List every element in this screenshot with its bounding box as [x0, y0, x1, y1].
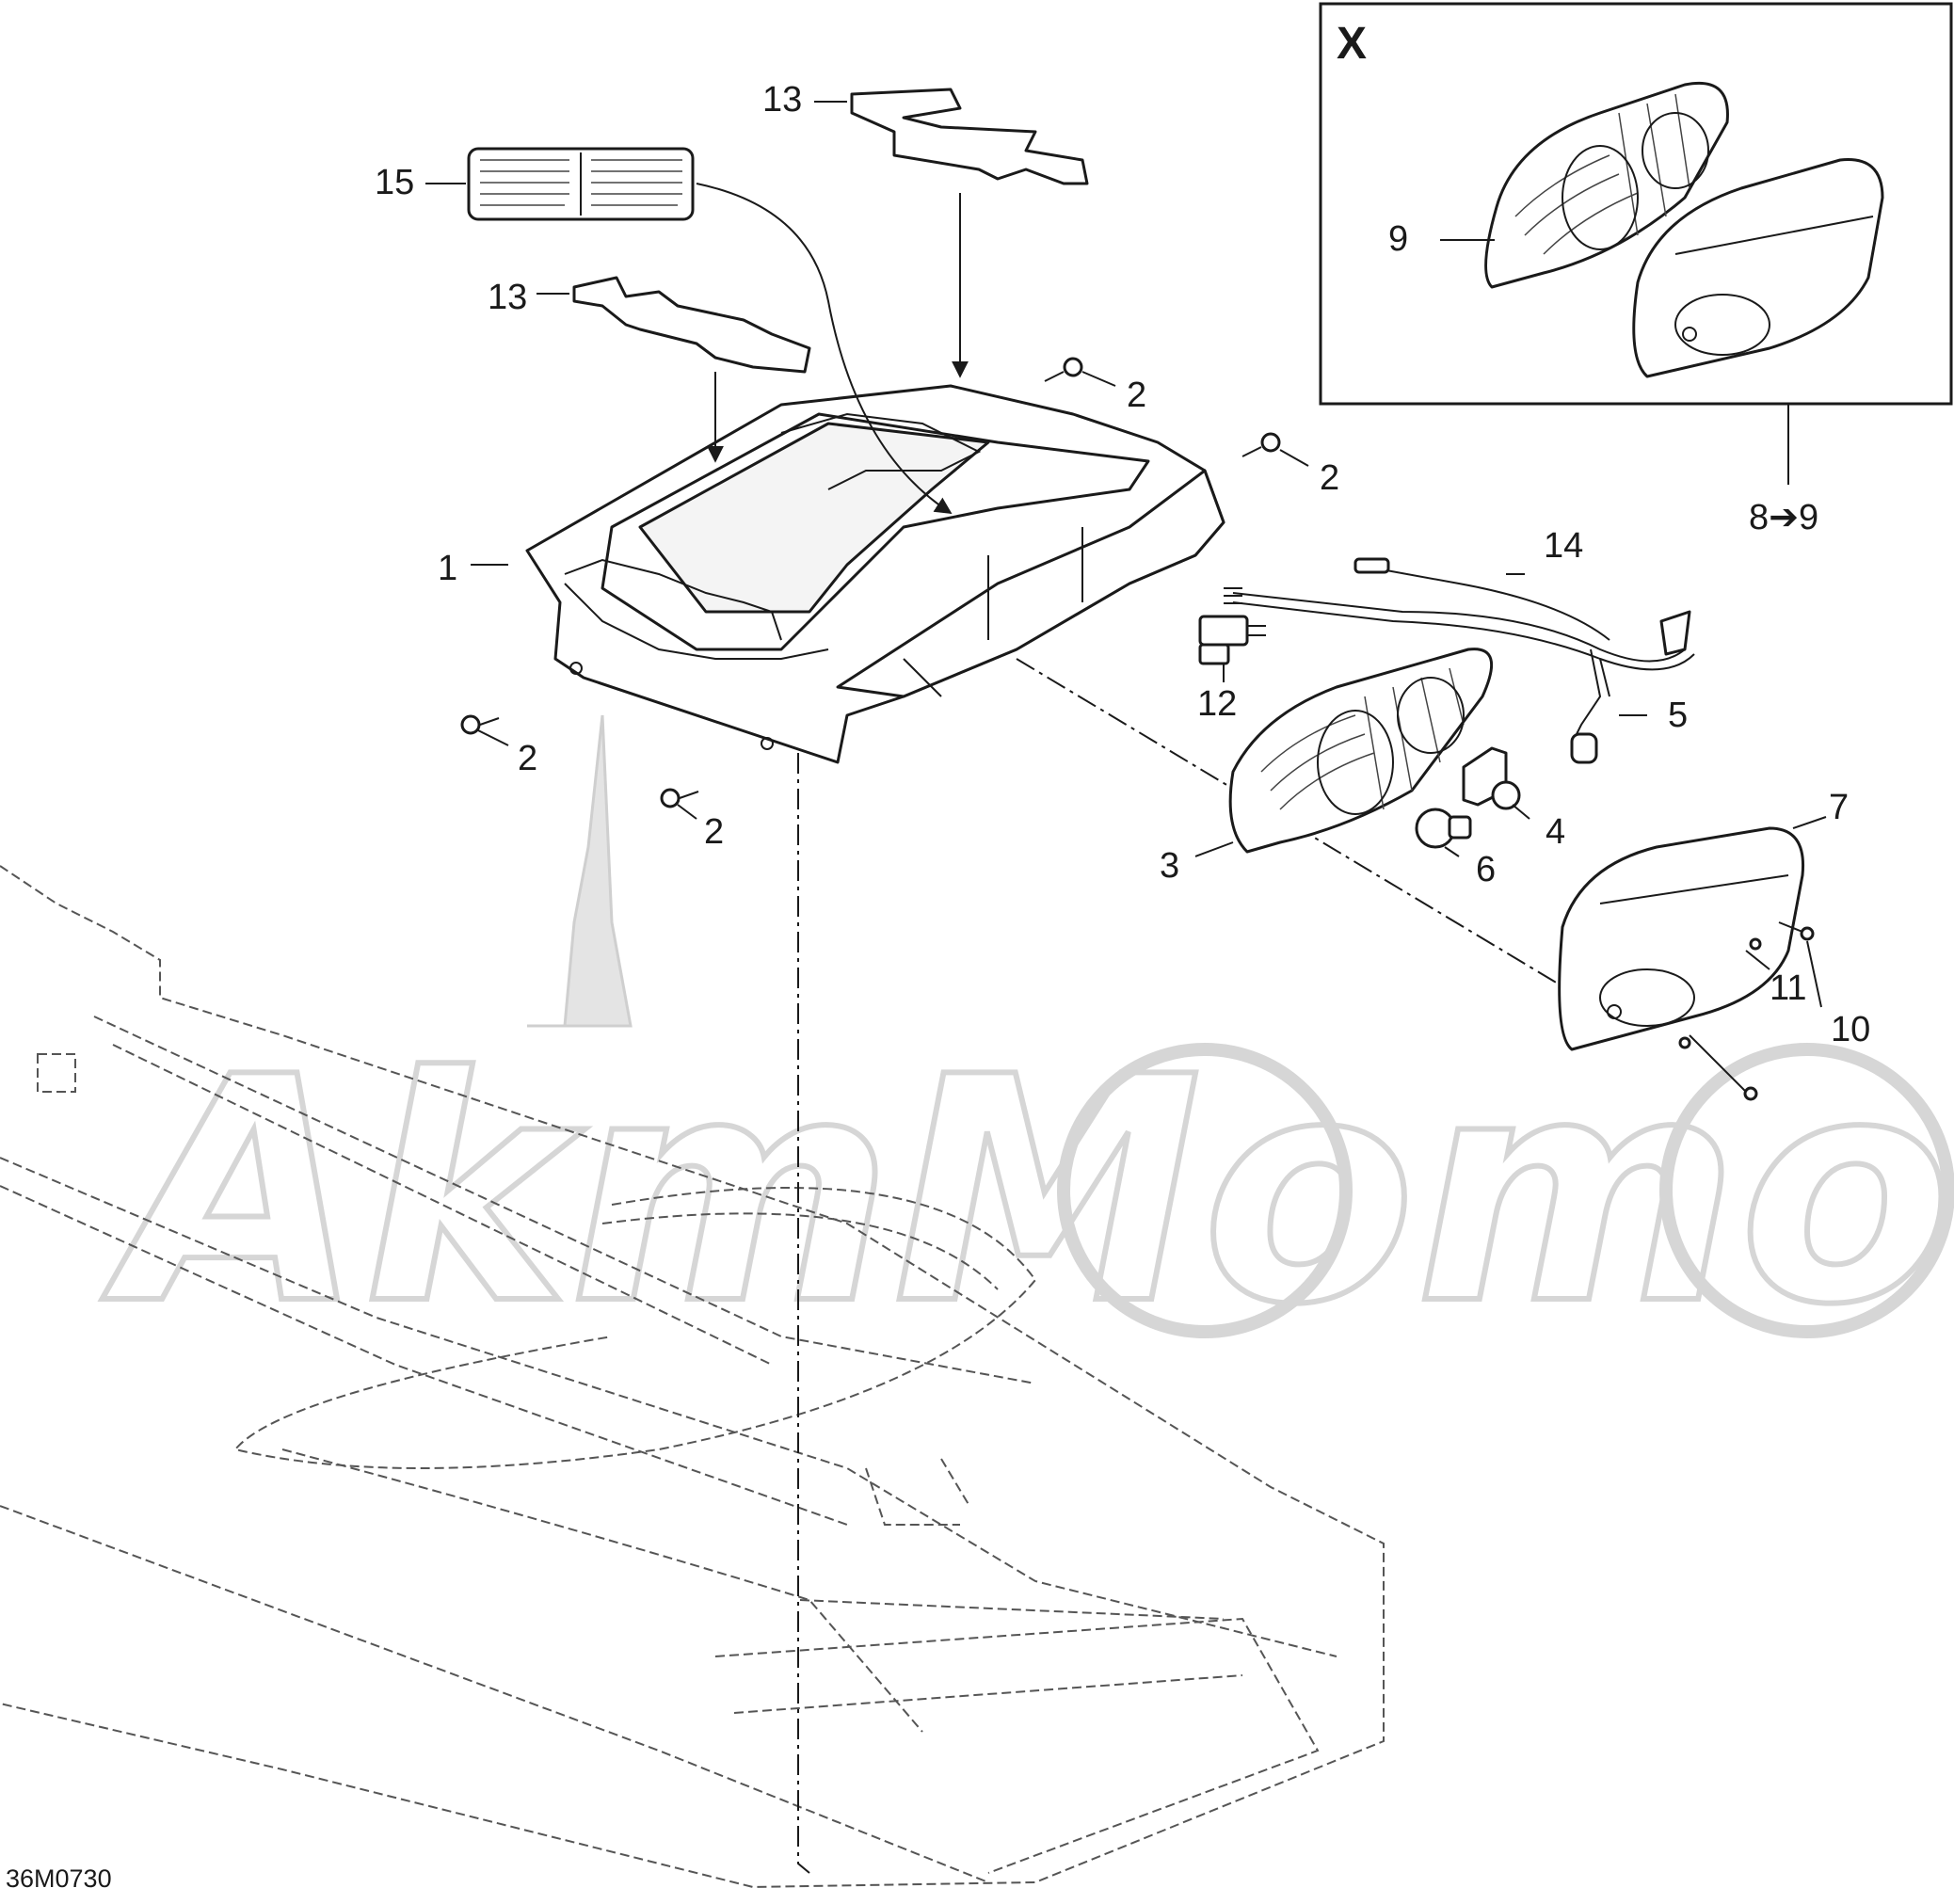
- watermark-text: AkmMomo: [98, 1011, 1952, 1372]
- bulb: [1415, 808, 1472, 849]
- screw-bottom: [660, 788, 699, 808]
- callout-15: 15: [375, 163, 414, 202]
- figure-code: 36M0730: [6, 1864, 112, 1893]
- inset-lens: [1632, 158, 1884, 378]
- inset-box: X: [1319, 2, 1953, 406]
- bulb-socket: [1462, 746, 1521, 810]
- rear-rack: [525, 384, 1225, 764]
- callout-2-top: 2: [1127, 376, 1146, 415]
- callout-13-top: 13: [762, 80, 802, 120]
- callout-8-to-9: 8➔9: [1749, 498, 1818, 537]
- callout-9: 9: [1388, 219, 1408, 259]
- snowmobile-frame: [0, 865, 1385, 1889]
- callout-14: 14: [1544, 526, 1583, 566]
- callout-2-left: 2: [518, 739, 537, 778]
- lens-screws: [1678, 921, 1815, 1101]
- callout-12: 12: [1197, 684, 1237, 724]
- screw-group: [460, 357, 1281, 808]
- callout-labels: 13 15 13 2 2 1 2 2 14 12 5 7 4 6 3 11 10…: [375, 80, 1870, 1049]
- connector: [1198, 615, 1266, 665]
- inset-label: X: [1337, 19, 1367, 69]
- callout-2-right: 2: [1320, 458, 1339, 498]
- callout-1: 1: [438, 549, 457, 588]
- leader-lines: [425, 101, 1827, 1008]
- tail-light-lens: [1558, 826, 1805, 1051]
- callout-2-bottom: 2: [704, 812, 724, 852]
- wiring-harness: [1224, 557, 1695, 764]
- callout-10: 10: [1831, 1010, 1870, 1049]
- callout-13-bottom: 13: [488, 278, 527, 317]
- screw-right: [1241, 432, 1281, 457]
- screw-left: [460, 714, 500, 735]
- warning-decal: [467, 147, 695, 221]
- watermark: AkmMomo: [95, 714, 1954, 1375]
- screw-top-right: [1044, 357, 1083, 382]
- foam-pad-lower: [572, 276, 811, 374]
- callout-5: 5: [1668, 696, 1688, 735]
- callout-11: 11: [1770, 968, 1806, 1008]
- callout-6: 6: [1476, 850, 1496, 889]
- callout-3: 3: [1160, 846, 1179, 886]
- assembly-line-seat: [797, 753, 810, 1874]
- inset-housing: [1484, 81, 1729, 289]
- callout-7: 7: [1829, 788, 1849, 827]
- tail-light-housing: [1228, 648, 1494, 854]
- assembly-line-tail: [1016, 658, 1629, 1027]
- callout-4: 4: [1546, 812, 1565, 852]
- foam-pad-upper: [850, 88, 1089, 185]
